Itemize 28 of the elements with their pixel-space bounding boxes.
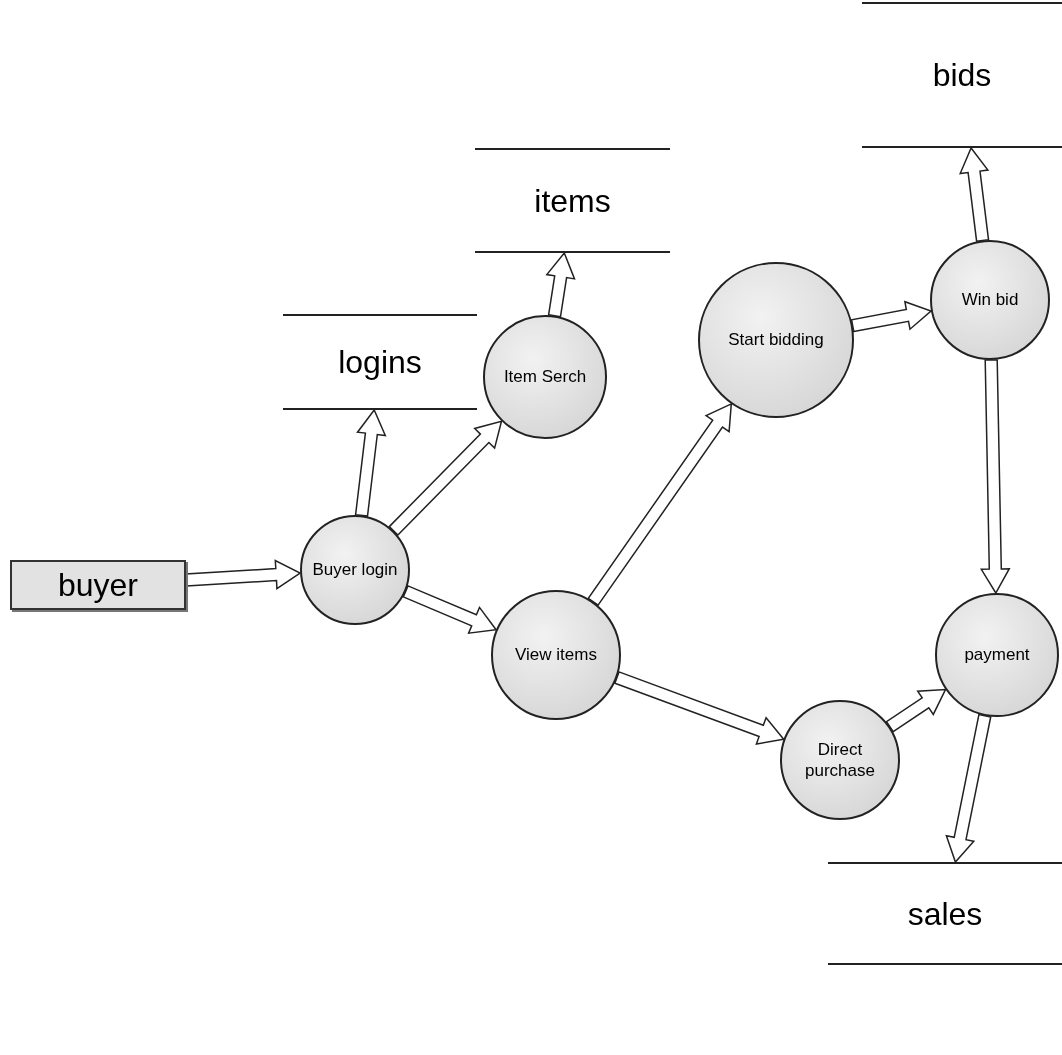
entity-box: [10, 560, 186, 610]
process-label: Buyer login: [311, 559, 399, 581]
block-arrow: [885, 688, 947, 733]
block-arrow: [354, 408, 387, 517]
process-label: Direct purchase: [804, 738, 876, 782]
process-label: View items: [514, 644, 598, 666]
block-arrow: [980, 359, 1011, 595]
process-label: Item Serch: [502, 366, 588, 388]
block-arrow: [388, 420, 503, 537]
block-arrow: [587, 402, 733, 607]
data-store: [475, 148, 670, 253]
process-label: payment: [963, 644, 1031, 666]
block-arrow: [402, 584, 498, 635]
store-label: items: [534, 184, 611, 217]
store-label: logins: [338, 346, 422, 378]
block-arrow: [545, 251, 576, 318]
block-arrow: [850, 300, 933, 333]
block-arrow: [959, 146, 990, 243]
data-store: [828, 862, 1062, 965]
store-label: sales: [907, 897, 983, 930]
block-arrow: [945, 713, 992, 864]
entity-label: buyer: [57, 569, 138, 601]
process-label: Start bidding: [727, 329, 825, 351]
data-store: [283, 314, 477, 410]
process-label: Win bid: [960, 289, 1020, 311]
block-arrow: [613, 670, 786, 745]
data-store: [862, 2, 1062, 148]
store-label: bids: [932, 59, 992, 91]
